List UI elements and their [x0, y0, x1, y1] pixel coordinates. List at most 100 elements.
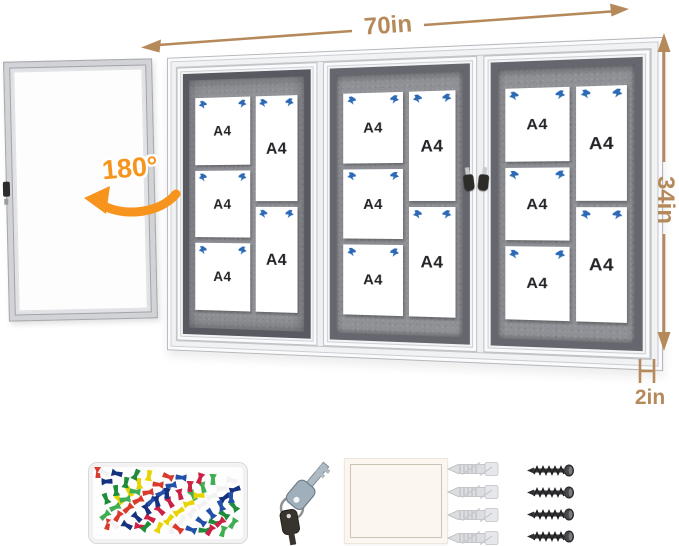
paper-size-label: A4: [265, 138, 288, 158]
door-locks-with-keys: [462, 174, 491, 211]
push-pin: [161, 470, 175, 483]
push-pin: [184, 523, 198, 536]
dark-key: [279, 508, 300, 546]
pinned-paper: A4: [576, 207, 627, 323]
push-pin: [204, 506, 219, 521]
paper-size-label: A4: [363, 119, 383, 137]
wall-anchor: [447, 508, 499, 522]
push-pin-icon: [413, 210, 422, 219]
wall-anchor: [447, 462, 499, 476]
push-pin-icon: [581, 89, 591, 99]
push-pin-icon: [556, 250, 566, 260]
push-pin: [225, 474, 238, 486]
paper-size-label: A4: [588, 253, 615, 275]
screw: [527, 464, 574, 477]
push-pin-icon: [509, 171, 519, 180]
push-pin-icon: [286, 210, 294, 219]
keys-illustration: [279, 461, 331, 546]
push-pin-icon: [286, 98, 294, 107]
pinned-paper: A4: [504, 167, 570, 241]
mounting-pad-inner: [350, 464, 442, 538]
depth-dimension-label: 2in: [634, 386, 666, 409]
push-pin-icon: [259, 99, 267, 108]
push-pin-icon: [347, 172, 356, 181]
push-pin: [216, 483, 227, 493]
push-pin-icon: [199, 101, 207, 110]
pinned-paper: A4: [576, 85, 627, 201]
pinned-paper: A4: [343, 91, 403, 164]
push-pin-icon: [442, 93, 451, 102]
paper-size-label: A4: [363, 195, 383, 213]
open-door-glass: [13, 68, 148, 312]
pinned-paper: A4: [408, 90, 456, 201]
push-pin-icon: [347, 248, 356, 257]
push-pin-icon: [238, 246, 246, 255]
push-pin: [143, 469, 155, 481]
push-pin: [120, 476, 132, 489]
paper-size-label: A4: [526, 274, 548, 293]
push-pin: [110, 485, 121, 497]
push-pin-icon: [509, 91, 519, 101]
push-pin-icon: [259, 210, 267, 219]
screw: [527, 508, 574, 521]
paper-size-label: A4: [213, 122, 232, 140]
pinned-paper: A4: [255, 206, 298, 313]
push-pin: [111, 467, 124, 479]
width-dimension-label: 70in: [363, 10, 413, 41]
mounting-pad: [344, 458, 448, 544]
pushpin-box: [88, 462, 248, 544]
pinned-paper: A4: [343, 244, 403, 317]
push-pin: [140, 502, 154, 516]
push-pin-icon: [612, 210, 622, 220]
height-dimension-label: 34in: [652, 175, 679, 225]
push-pin: [120, 518, 134, 532]
inserted-key: [476, 174, 490, 192]
pinned-paper: A4: [343, 168, 403, 240]
pinned-paper: A4: [195, 96, 250, 165]
push-pin-icon: [238, 100, 246, 109]
push-pin-icon: [347, 96, 356, 105]
paper-size-label: A4: [526, 195, 548, 213]
wall-anchor: [447, 531, 499, 545]
push-pin-icon: [413, 94, 422, 103]
push-pin: [185, 481, 195, 492]
pinned-paper: A4: [195, 243, 250, 312]
pinned-paper: A4: [504, 246, 570, 322]
door-swing-label: 180°: [100, 150, 160, 186]
push-pin-icon: [442, 210, 451, 219]
push-pin: [174, 488, 186, 501]
push-pin: [152, 479, 164, 490]
silver-key: [285, 461, 331, 511]
push-pin-icon: [556, 90, 566, 100]
open-door: [2, 58, 158, 322]
push-pin: [101, 476, 113, 487]
pinned-paper: A4: [255, 95, 298, 202]
push-pin-icon: [556, 170, 566, 179]
push-pin: [152, 520, 166, 534]
push-pin-icon: [390, 95, 399, 104]
pinned-paper: A4: [195, 170, 250, 238]
push-pin: [99, 492, 112, 506]
push-pin-icon: [509, 250, 519, 259]
push-pin: [214, 499, 227, 513]
push-pin-icon: [581, 210, 591, 219]
screw: [527, 530, 574, 543]
screws: [526, 464, 578, 543]
paper-size-label: A4: [363, 271, 383, 289]
screw: [527, 486, 574, 499]
paper-size-label: A4: [213, 268, 232, 286]
push-pin-icon: [238, 173, 246, 182]
inserted-key: [462, 174, 475, 192]
paper-size-label: A4: [420, 251, 444, 272]
push-pin-icon: [199, 173, 207, 182]
paper-size-label: A4: [213, 195, 232, 213]
